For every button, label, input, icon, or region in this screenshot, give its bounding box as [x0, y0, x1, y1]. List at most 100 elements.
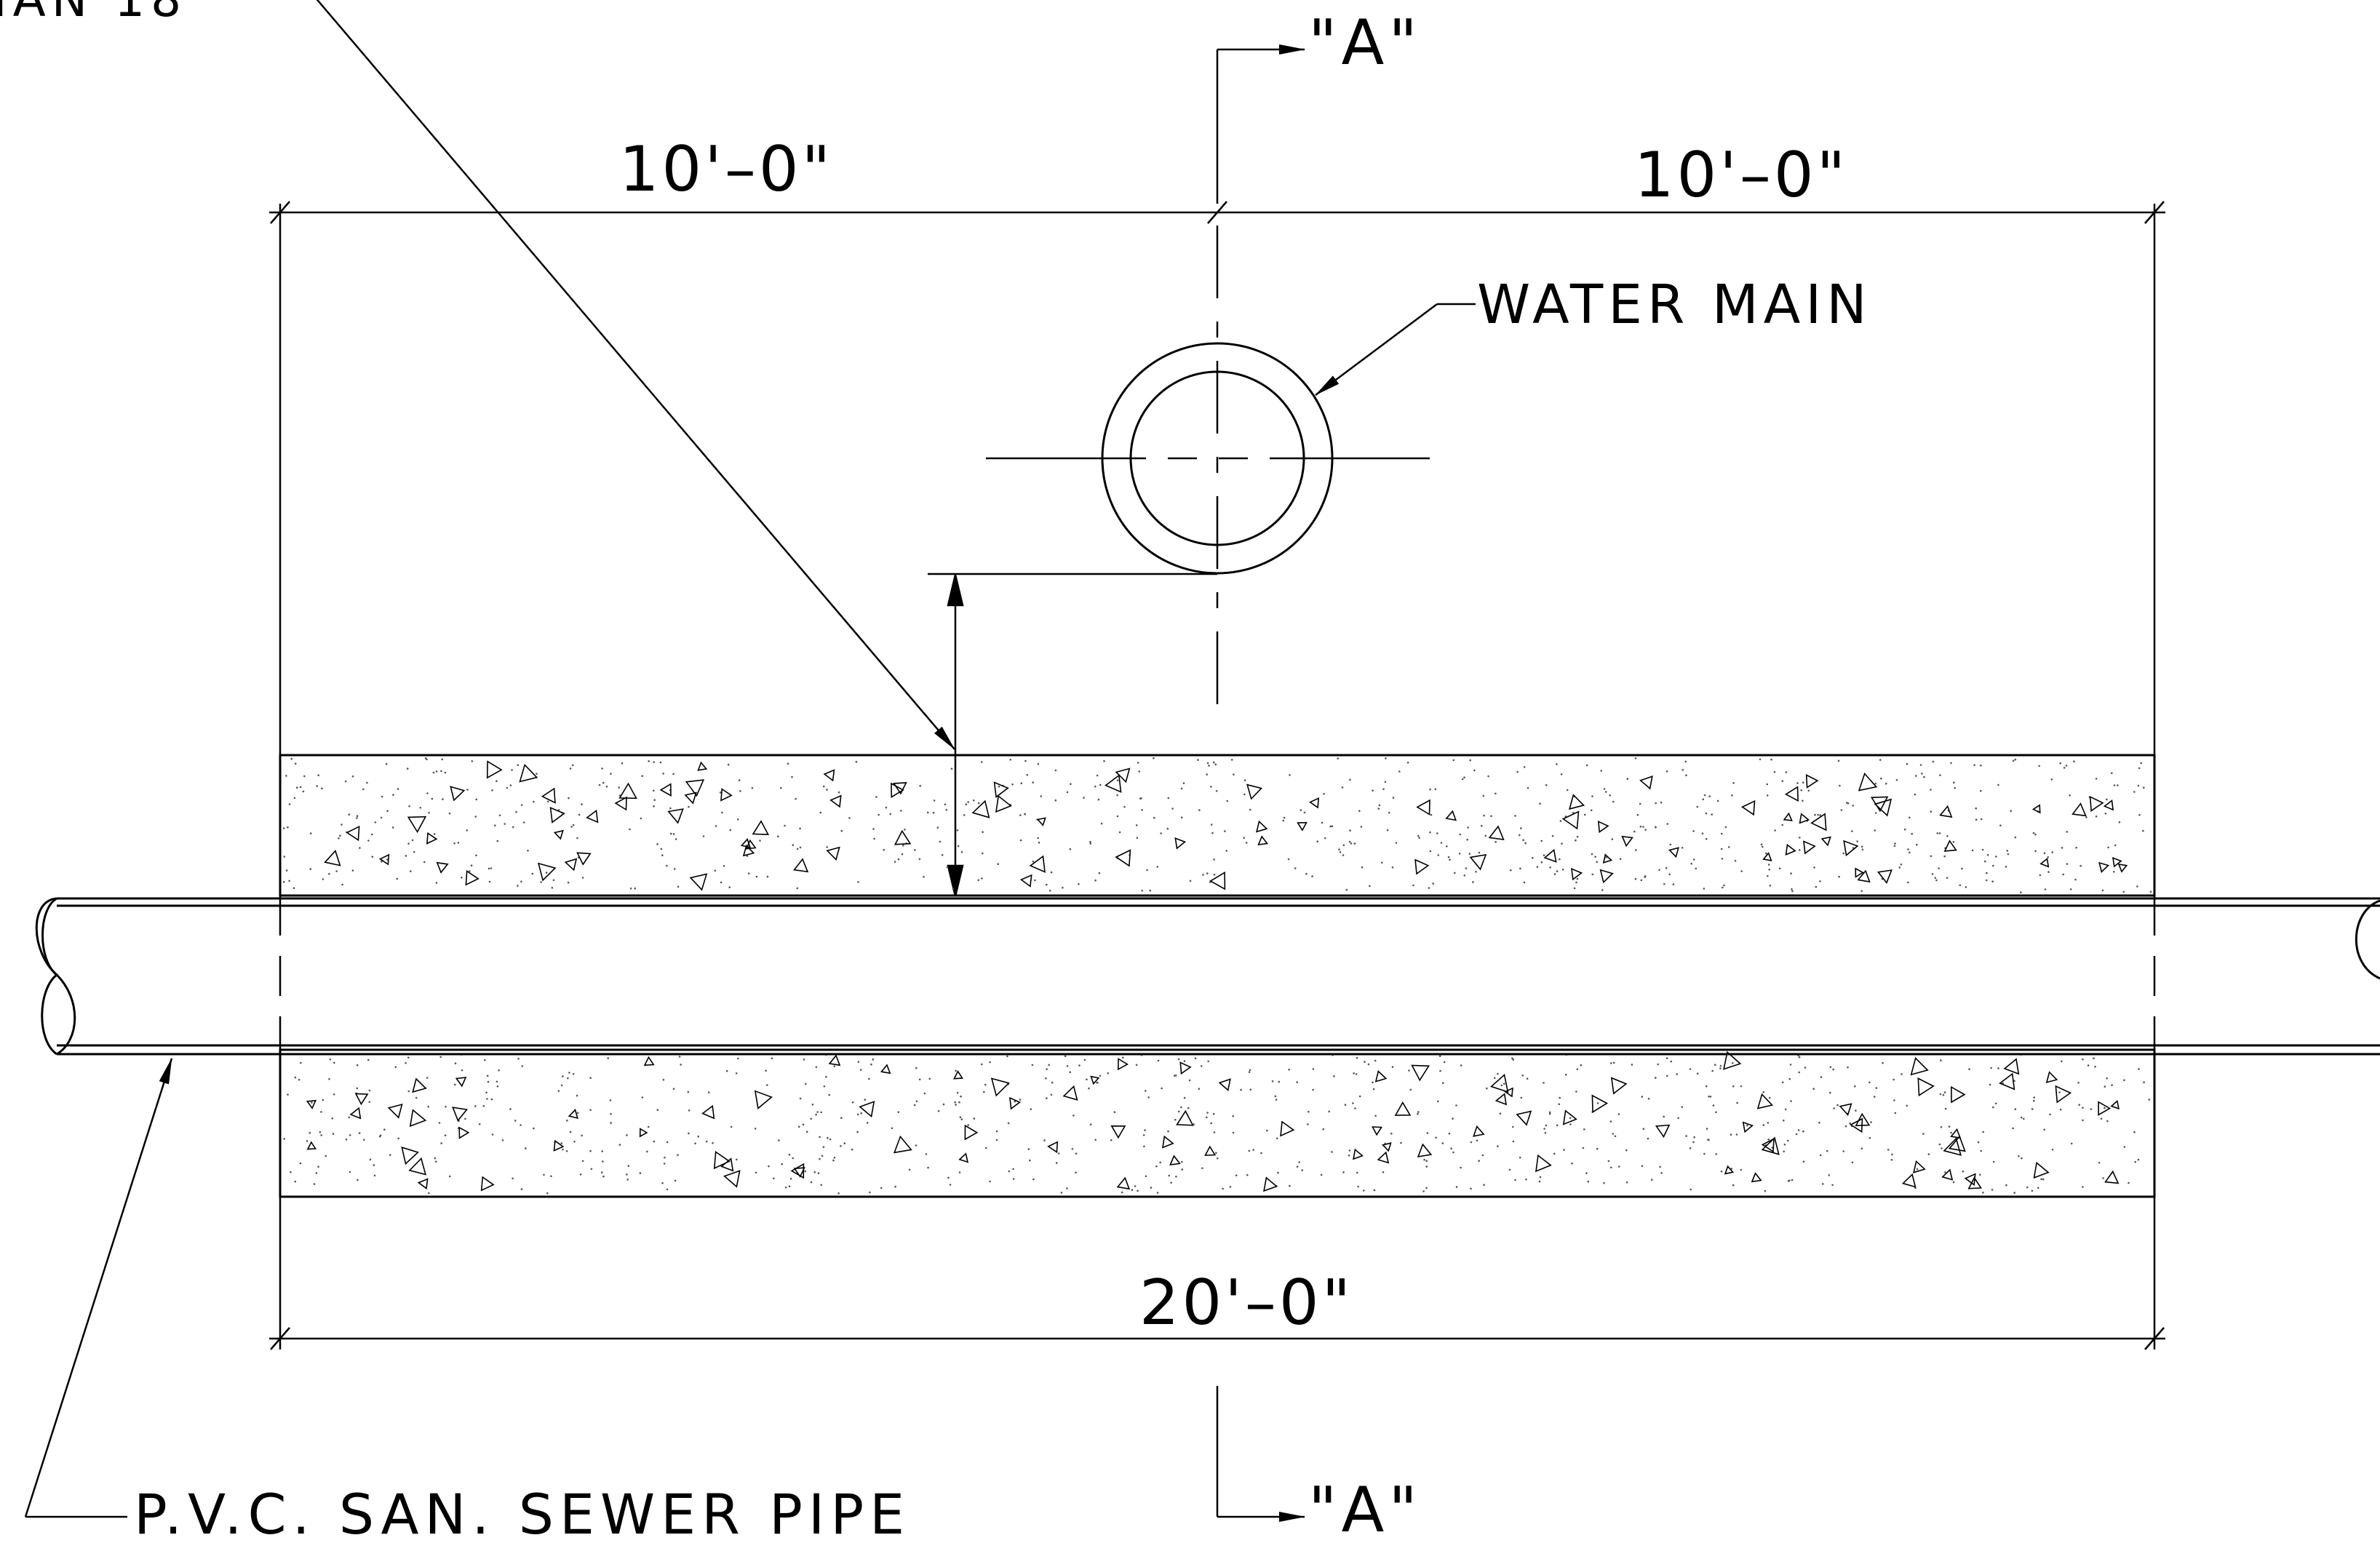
concrete-top-dot: [1440, 842, 1443, 844]
concrete-top-dot: [1153, 757, 1155, 759]
concrete-top-dot: [2149, 890, 2152, 893]
concrete-top-dot: [2038, 765, 2040, 767]
concrete-top-dot: [2062, 873, 2064, 876]
concrete-bottom-aggregate: [2055, 1085, 2072, 1104]
concrete-top-dot: [2007, 853, 2010, 856]
concrete-bottom-dot: [666, 1141, 669, 1144]
concrete-top-dot: [1136, 837, 1139, 839]
concrete-bottom-dot: [2133, 1131, 2136, 1133]
concrete-top-dot: [1626, 778, 1629, 780]
concrete-top-dot: [855, 760, 858, 763]
concrete-top-dot: [1206, 872, 1209, 874]
concrete-top-dot: [2107, 846, 2109, 849]
concrete-bottom-dot: [805, 1083, 807, 1085]
concrete-bottom-dot: [1790, 1100, 1792, 1102]
concrete-top-dot: [1619, 858, 1622, 861]
concrete-bottom-dot: [1007, 1122, 1010, 1125]
concrete-top-dot: [371, 833, 373, 836]
concrete-top-dot: [873, 837, 875, 840]
concrete-top-dot: [653, 805, 655, 808]
concrete-bottom-dot: [1348, 1149, 1351, 1152]
concrete-bottom-dot: [1217, 1157, 1219, 1160]
concrete-top-dot: [791, 776, 793, 778]
concrete-bottom-dot: [960, 1095, 962, 1098]
concrete-top-aggregate: [1805, 774, 1819, 789]
concrete-top-dot: [321, 787, 323, 790]
concrete-top-dot: [531, 872, 534, 875]
concrete-bottom-aggregate: [880, 1064, 891, 1074]
concrete-top-dot: [441, 758, 443, 761]
concrete-top-dot: [1338, 848, 1340, 850]
concrete-bottom-dot: [1356, 1056, 1358, 1059]
concrete-top-dot: [1429, 831, 1431, 834]
concrete-bottom-aggregate: [1204, 1145, 1217, 1156]
concrete-top-dot: [1856, 840, 1858, 842]
concrete-top-dot: [551, 887, 554, 889]
concrete-bottom-dot: [1798, 1071, 1800, 1074]
concrete-top-dot: [702, 835, 705, 837]
concrete-top-dot: [1454, 872, 1456, 874]
concrete-bottom-dot: [1990, 1066, 1992, 1069]
concrete-top-dot: [381, 861, 383, 863]
concrete-top-dot: [351, 775, 354, 778]
concrete-bottom-dot: [705, 1140, 708, 1143]
concrete-top-dot: [303, 775, 306, 778]
concrete-bottom-dot: [894, 1185, 896, 1188]
concrete-top-dot: [662, 773, 664, 775]
concrete-encasement: [279, 754, 2156, 1198]
concrete-bottom-dot: [897, 1111, 900, 1113]
concrete-bottom-dot: [1069, 1071, 1072, 1074]
concrete-bottom-dot: [1289, 1184, 1291, 1187]
concrete-top-aggregate: [576, 852, 592, 866]
concrete-top-dot: [1594, 856, 1596, 858]
concrete-top-dot: [1952, 841, 1955, 843]
concrete-top-dot: [723, 865, 725, 867]
concrete-bottom-dot: [1260, 1152, 1262, 1155]
concrete-top-dot: [475, 798, 478, 801]
concrete-bottom-dot: [356, 1064, 359, 1066]
concrete-top-dot: [1965, 886, 1967, 888]
concrete-bottom-dot: [1060, 1192, 1063, 1194]
concrete-top-dot: [2069, 794, 2071, 797]
concrete-top-dot: [673, 868, 676, 870]
concrete-bottom-dot: [426, 1077, 429, 1079]
concrete-bottom-aggregate: [306, 1141, 317, 1150]
concrete-top-dot: [1181, 816, 1183, 818]
concrete-bottom-dot: [947, 1176, 950, 1179]
concrete-top-dot: [1591, 795, 1593, 797]
concrete-top-dot: [2061, 847, 2063, 849]
concrete-top-dot: [965, 803, 968, 805]
concrete-top-dot: [1523, 766, 1526, 768]
concrete-bottom-dot: [1922, 1133, 1925, 1135]
concrete-top-dot: [997, 863, 1000, 865]
concrete-bottom-dot: [995, 1139, 998, 1141]
concrete-top-aggregate: [2103, 800, 2114, 811]
concrete-top-dot: [1644, 876, 1646, 878]
concrete-top-dot: [747, 872, 750, 874]
concrete-top-dot: [629, 828, 631, 831]
cropped-note: HAN 18: [0, 0, 955, 750]
concrete-bottom-dot: [2012, 1127, 2014, 1130]
concrete-top-aggregate: [1488, 825, 1505, 840]
concrete-top-dot: [1740, 870, 1743, 872]
concrete-top-dot: [2114, 844, 2117, 847]
concrete-top-dot: [1141, 890, 1143, 892]
concrete-bottom-dot: [2014, 1108, 2017, 1110]
concrete-top-dot: [1215, 790, 1218, 792]
concrete-bottom-dot: [688, 1109, 690, 1112]
concrete-bottom-dot: [306, 1140, 309, 1142]
concrete-bottom-aggregate: [1372, 1126, 1383, 1136]
concrete-top-dot: [1341, 786, 1344, 789]
concrete-top-dot: [2051, 851, 2054, 853]
concrete-top-aggregate: [745, 839, 757, 850]
concrete-bottom-dot: [1450, 1147, 1452, 1149]
concrete-bottom-aggregate: [723, 1170, 741, 1188]
concrete-top-dot: [1813, 866, 1815, 869]
concrete-top-dot: [1123, 805, 1126, 808]
concrete-top-dot: [927, 811, 929, 814]
concrete-bottom-dot: [811, 1104, 814, 1106]
concrete-bottom-dot: [1266, 1129, 1268, 1132]
concrete-bottom-dot: [1820, 1076, 1823, 1078]
concrete-top-aggregate: [1209, 872, 1226, 890]
concrete-top-dot: [2065, 765, 2068, 767]
